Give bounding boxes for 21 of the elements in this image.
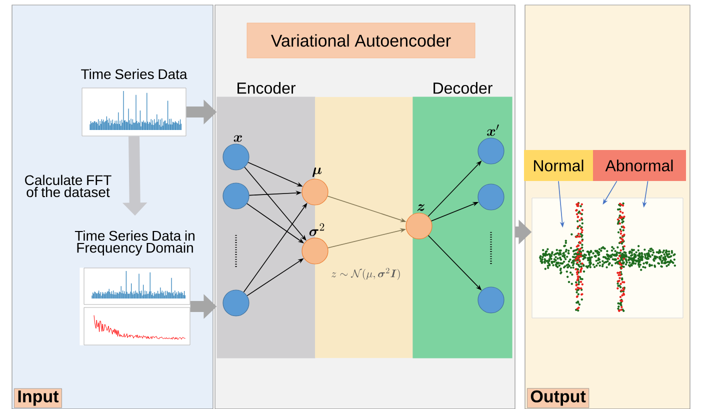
scatter-plot-drawing [532, 198, 684, 318]
math-symbol: $\boldsymbol{z}$ [417, 204, 424, 211]
panel-label: Input [14, 388, 62, 408]
formula: $z \sim \mathcal{N}(\mu, \boldsymbol{\sigma}^{2}\boldsymbol{I})$ [332, 268, 400, 280]
edge-label: Calculate FFT of the dataset [25, 174, 112, 198]
neuron-circle [222, 182, 250, 210]
class-label-box: Abnormal [593, 150, 686, 181]
layer-label: Encoder [238, 82, 296, 94]
neuron-circle [478, 286, 504, 314]
neuron-circle [478, 184, 504, 210]
panel-label: Output [527, 388, 590, 408]
math-symbol: $\boldsymbol{x}$ [234, 135, 242, 142]
title-box: Variational Autoencoder [246, 22, 476, 58]
math-symbol: $\boldsymbol{\sigma}^{2}$ [309, 223, 324, 236]
layer-label: Decoder [434, 82, 492, 94]
chart-title: Time Series Data in Frequency Domain [74, 230, 194, 256]
math-symbol: $\boldsymbol{\mu}$ [312, 167, 322, 178]
class-label-box: Normal [524, 150, 593, 181]
chart-title: Time Series Data [81, 68, 188, 80]
neuron-circle [222, 290, 250, 316]
math-symbol: $\boldsymbol{x}'$ [487, 124, 499, 136]
